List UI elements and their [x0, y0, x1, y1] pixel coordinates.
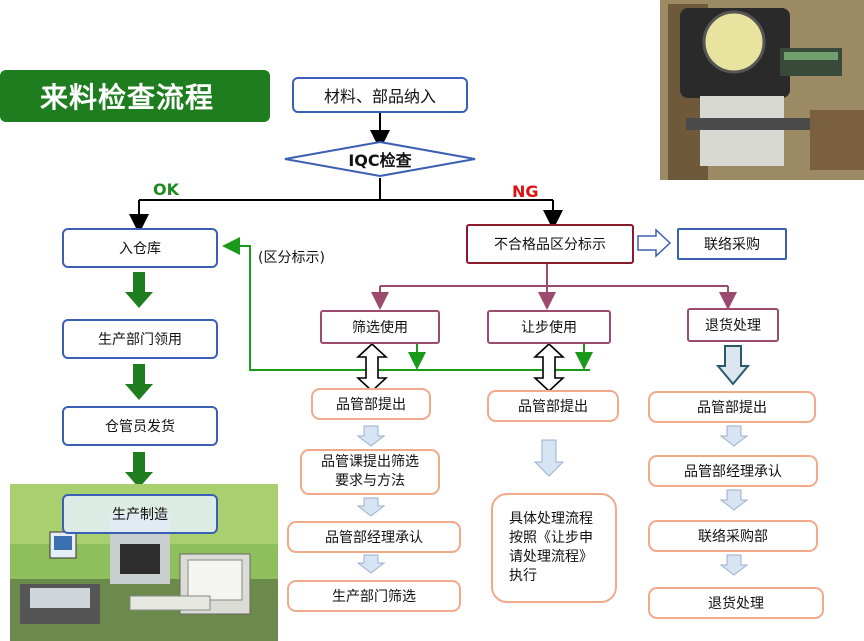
incoming-material-box: 材料、部品纳入: [292, 77, 468, 113]
concession-use-box: 让步使用: [487, 310, 611, 344]
green-flow-arrows: [125, 272, 153, 488]
return-qc-propose-box: 品管部提出: [648, 391, 816, 423]
return-process-box: 退货处理: [687, 308, 779, 342]
page-title: 来料检查流程: [0, 70, 270, 122]
manufacture-box: 生产制造: [62, 494, 218, 534]
return-manager-approve-box: 品管部经理承认: [648, 455, 818, 487]
return-line-warehouse: [222, 237, 590, 371]
screen-production-box: 生产部门筛选: [287, 580, 461, 612]
lab-photo: [10, 484, 278, 641]
screen-use-box: 筛选使用: [320, 310, 440, 344]
ng-label: NG: [512, 182, 539, 201]
projector-photo: [660, 0, 864, 180]
concession-qc-propose-box: 品管部提出: [487, 390, 619, 422]
contact-purchase-box: 联络采购: [677, 228, 787, 260]
screen-requirement-box: 品管课提出筛选要求与方法: [300, 449, 440, 495]
ok-label: OK: [153, 180, 179, 199]
concession-procedure-box: 具体处理流程按照《让步申请处理流程》执行: [491, 493, 617, 603]
return-final-box: 退货处理: [648, 587, 824, 619]
screen-qc-propose-box: 品管部提出: [311, 388, 431, 420]
production-use-box: 生产部门领用: [62, 319, 218, 359]
distinguish-label: (区分标示): [258, 250, 325, 266]
hollow-arrow-contact: [637, 228, 672, 258]
screen-manager-approve-box: 品管部经理承认: [287, 521, 461, 553]
iqc-label: IQC检查: [348, 151, 412, 170]
keeper-issue-box: 仓管员发货: [62, 406, 218, 446]
nonconforming-box: 不合格品区分标示: [466, 224, 634, 264]
return-contact-purchase-box: 联络采购部: [648, 520, 818, 552]
iqc-diamond: [284, 140, 476, 178]
warehouse-box: 入仓库: [62, 228, 218, 268]
